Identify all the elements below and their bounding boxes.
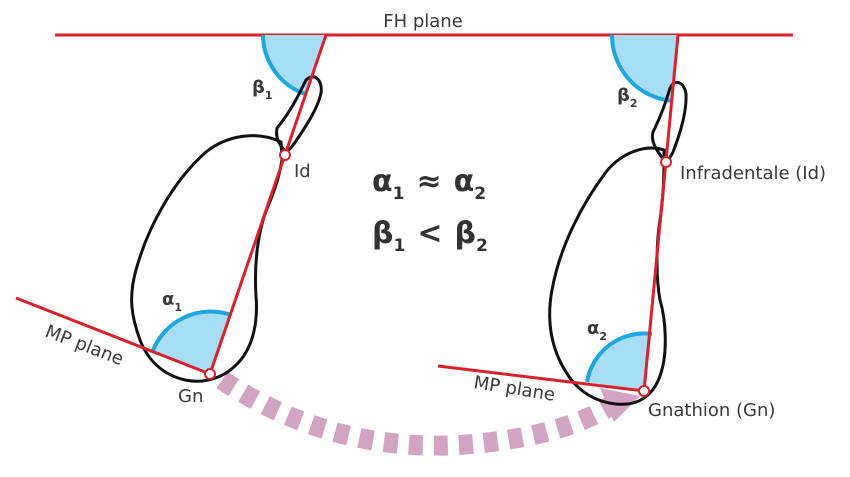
right-mp-plane-label: MP plane <box>472 372 556 406</box>
alpha2-angle-arc <box>585 331 653 383</box>
left-id-label: Id <box>294 161 311 182</box>
right-alpha-label: α2 <box>587 318 607 343</box>
eq-beta-a-sub: 1 <box>393 236 405 256</box>
left-gn-point <box>204 368 216 380</box>
left-mandible <box>15 34 328 383</box>
left-alpha-label: α1 <box>162 289 182 314</box>
left-mp-plane-line <box>15 296 211 376</box>
left-beta-label: β1 <box>252 77 273 102</box>
left-gn-fh-line <box>208 34 328 375</box>
eq-beta-b: β <box>454 216 475 251</box>
eq-alpha-a-sub: 1 <box>393 184 405 204</box>
right-beta-symbol: β <box>617 85 630 106</box>
left-id-point <box>279 149 291 161</box>
right-id-point <box>660 156 672 168</box>
beta2-angle-wedge <box>611 35 678 101</box>
eq-beta-b-sub: 2 <box>476 236 488 256</box>
alpha1-angle-arc <box>150 309 232 354</box>
right-alpha-symbol: α <box>587 318 599 339</box>
equation-alpha: α1≈α2 <box>372 164 486 204</box>
right-gn-fh-line <box>642 34 680 392</box>
eq-alpha-b-sub: 2 <box>474 184 486 204</box>
left-mandible-outline <box>130 134 284 383</box>
left-beta-subscript: 1 <box>265 89 273 102</box>
fh-plane-label: FH plane <box>383 11 463 32</box>
rotation-arrow <box>216 371 640 456</box>
right-mp-plane-line <box>437 364 645 393</box>
left-alpha-subscript: 1 <box>174 301 182 314</box>
right-mandible <box>437 34 688 406</box>
beta1-angle-arc <box>261 34 306 96</box>
eq-alpha-a: α <box>372 164 393 199</box>
left-alpha-symbol: α <box>162 289 174 310</box>
eq-beta-a: β <box>372 216 393 251</box>
eq-alpha-op: ≈ <box>416 164 441 199</box>
eq-alpha-b: α <box>454 164 475 199</box>
right-gn-point <box>638 385 650 397</box>
right-beta-label: β2 <box>617 85 638 110</box>
rotation-arrow-path <box>216 371 618 456</box>
right-gn-label: Gnathion (Gn) <box>648 400 775 421</box>
right-alpha-subscript: 2 <box>599 330 607 343</box>
left-mp-plane-label: MP plane <box>42 321 126 370</box>
left-gn-label: Gn <box>178 386 203 407</box>
right-beta-subscript: 2 <box>630 97 638 110</box>
equation-beta: β1<β2 <box>372 216 488 256</box>
alpha2-angle-wedge <box>587 333 652 391</box>
beta2-angle-arc <box>609 34 674 103</box>
eq-beta-op: < <box>417 216 442 251</box>
left-beta-symbol: β <box>252 77 265 98</box>
right-id-label: Infradentale (Id) <box>680 163 826 184</box>
